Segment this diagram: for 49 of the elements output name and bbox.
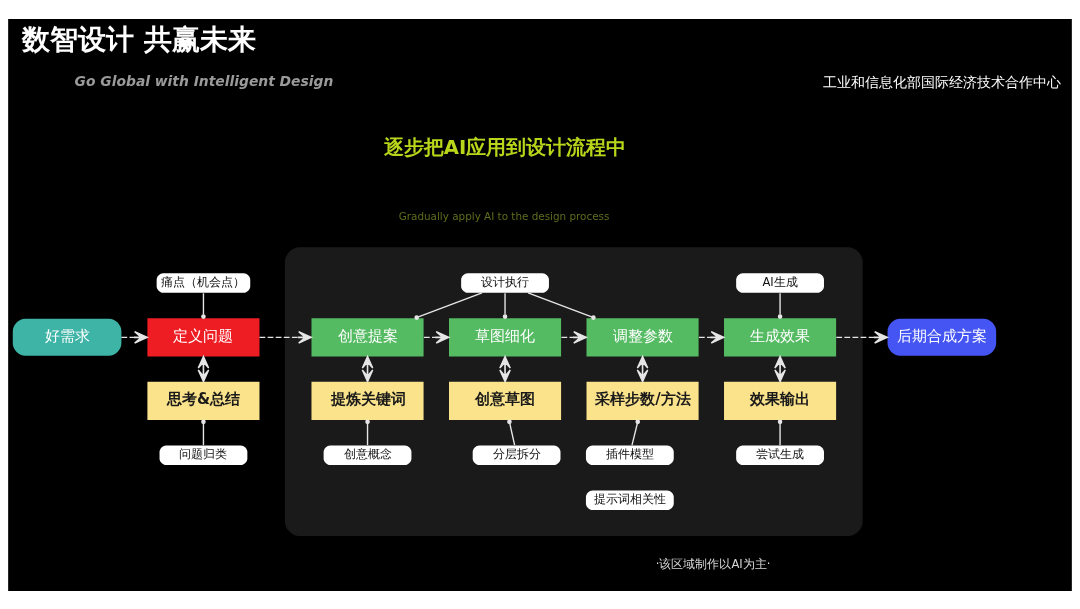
arrow: [361, 355, 374, 382]
node-box: 设计执行: [461, 272, 549, 293]
node-box: 提炼关键词: [311, 381, 424, 420]
arrow: [120, 330, 149, 344]
arrow: [698, 330, 725, 344]
connector: [414, 291, 483, 320]
node-box: 生成效果: [724, 317, 837, 356]
node-box: 分层拆分: [472, 444, 561, 465]
label: Gradually apply AI to the design process: [398, 209, 610, 222]
connector: [631, 419, 641, 446]
arrow: [835, 330, 889, 344]
connector: [777, 292, 783, 319]
arrow: [560, 330, 588, 344]
arrow: [423, 330, 450, 344]
node-box: 提示词相关性: [585, 489, 674, 510]
node-box: 创意草图: [449, 381, 562, 420]
node-box: 思考&总结: [147, 381, 260, 420]
connector: [502, 292, 508, 319]
connector: [201, 292, 206, 319]
label: Go Global with Intelligent Design: [74, 72, 334, 89]
arrow: [258, 330, 313, 344]
label: 工业和信息化部国际经济技术合作中心: [823, 73, 1062, 90]
node-box: 好需求: [12, 318, 122, 356]
connector: [777, 419, 783, 446]
arrow: [774, 355, 786, 382]
connector: [507, 419, 516, 446]
connector: [365, 419, 370, 446]
node-box: 创意概念: [323, 444, 412, 465]
node-box: 创意提案: [311, 317, 424, 356]
cluster: [284, 246, 863, 536]
diagram-title: 数智设计 共赢未来: [22, 22, 256, 56]
arrow: [636, 355, 649, 382]
arrow: [197, 355, 210, 382]
node-box: 采样步数/方法: [586, 381, 699, 420]
node-box: 草图细化: [449, 317, 562, 356]
node-label: ·该区域制作以AI为主·: [655, 556, 771, 571]
node-box: 尝试生成: [736, 444, 824, 465]
node-box: 痛点（机会点）: [156, 272, 251, 293]
node-box: 插件模型: [585, 444, 674, 465]
label: 逐步把AI应用到设计流程中: [383, 135, 627, 159]
node-box: 调整参数: [586, 317, 699, 356]
node-box: 后期合成方案: [887, 318, 997, 356]
node-box: 定义问题: [147, 317, 260, 356]
node-box: 问题归类: [159, 444, 248, 465]
connector: [201, 419, 206, 446]
node-box: 效果输出: [724, 381, 837, 420]
connector: [527, 291, 596, 320]
node-box: AI生成: [736, 272, 824, 293]
arrow: [499, 355, 511, 382]
